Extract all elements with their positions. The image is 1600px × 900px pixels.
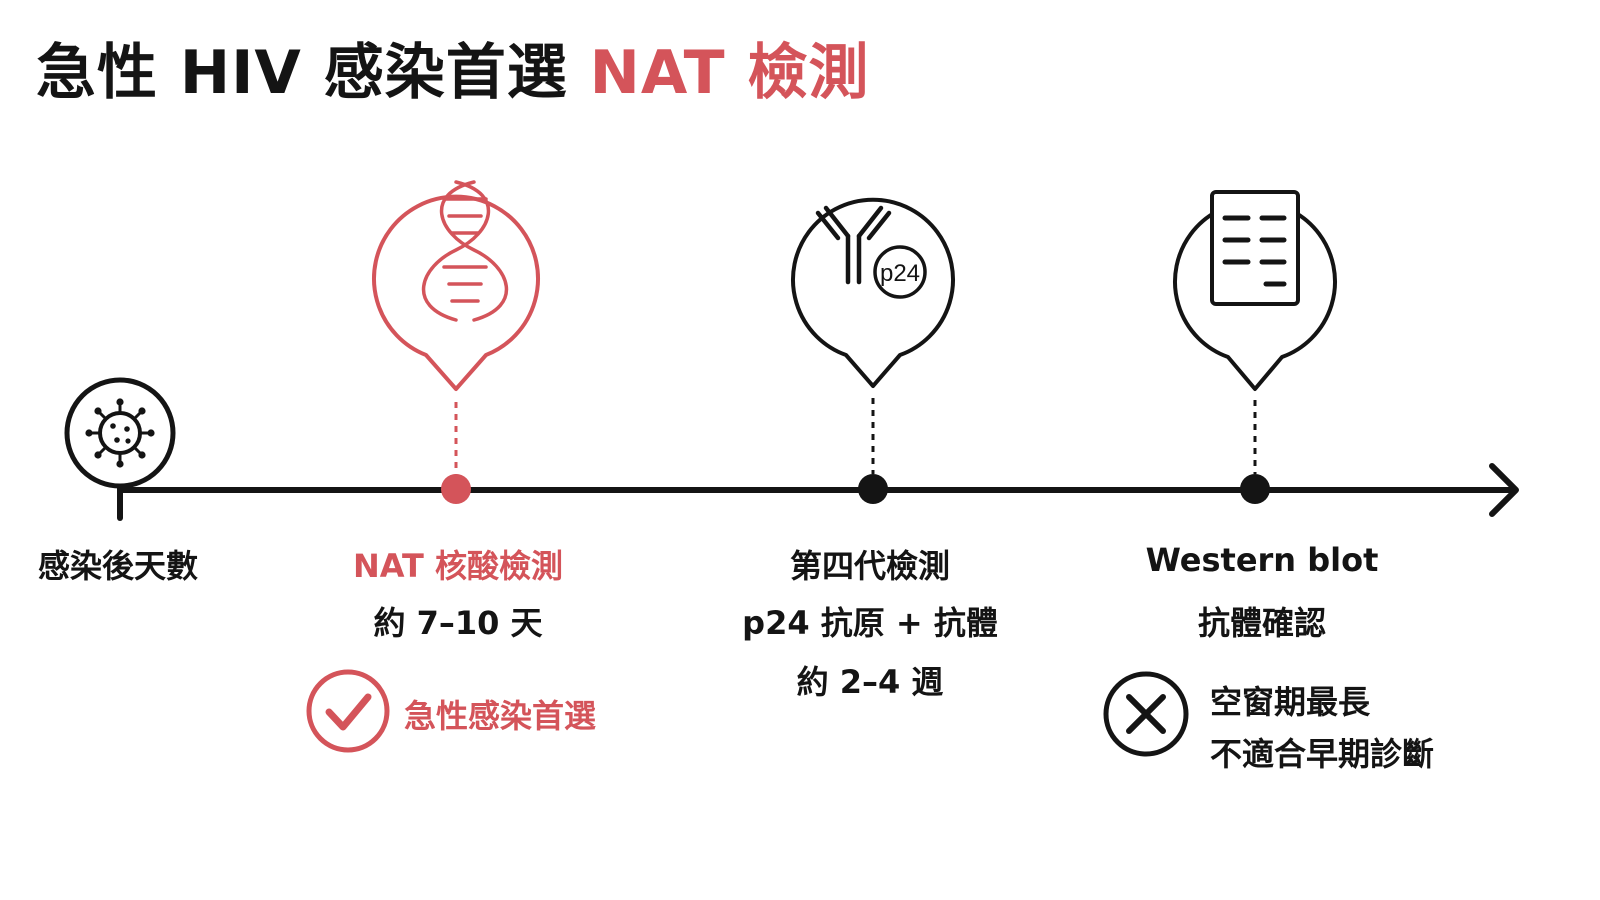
- nat-stage-name: NAT 核酸檢測: [352, 547, 564, 585]
- nat-stage-detail: 約 7–10 天: [373, 604, 543, 642]
- not-recommended-note-line1: 空窗期最長: [1210, 683, 1371, 721]
- western-blot-stage-name: Western blot: [1145, 541, 1379, 579]
- x-circle-icon: [1103, 671, 1189, 757]
- not-recommended-note-line2: 不適合早期診斷: [1210, 735, 1435, 773]
- western-blot-stage-detail: 抗體確認: [1197, 604, 1327, 642]
- p24-icon-label: p24: [880, 260, 920, 287]
- check-circle-icon: [306, 669, 390, 753]
- dna-icon: [422, 180, 508, 322]
- blot-document-icon: [1210, 190, 1300, 306]
- recommended-note: 急性感染首選: [404, 697, 597, 735]
- title-main: 急性 HIV 感染首選: [36, 38, 568, 108]
- fourth-gen-stage-detail: p24 抗原 + 抗體: [742, 604, 998, 642]
- nat-pin-marker: [372, 194, 540, 504]
- fourth-gen-pin-marker: [791, 197, 955, 504]
- virus-icon: [64, 377, 176, 489]
- antibody-p24-icon: p24: [815, 205, 927, 299]
- fourth-gen-stage-name: 第四代檢測: [789, 547, 951, 585]
- page-title: 急性 HIV 感染首選 NAT 檢測: [36, 24, 869, 111]
- fourth-gen-stage-window: 約 2–4 週: [796, 663, 944, 701]
- title-accent: NAT 檢測: [589, 38, 870, 108]
- axis-label: 感染後天數: [38, 547, 199, 585]
- timeline-arrowhead: [1489, 463, 1519, 517]
